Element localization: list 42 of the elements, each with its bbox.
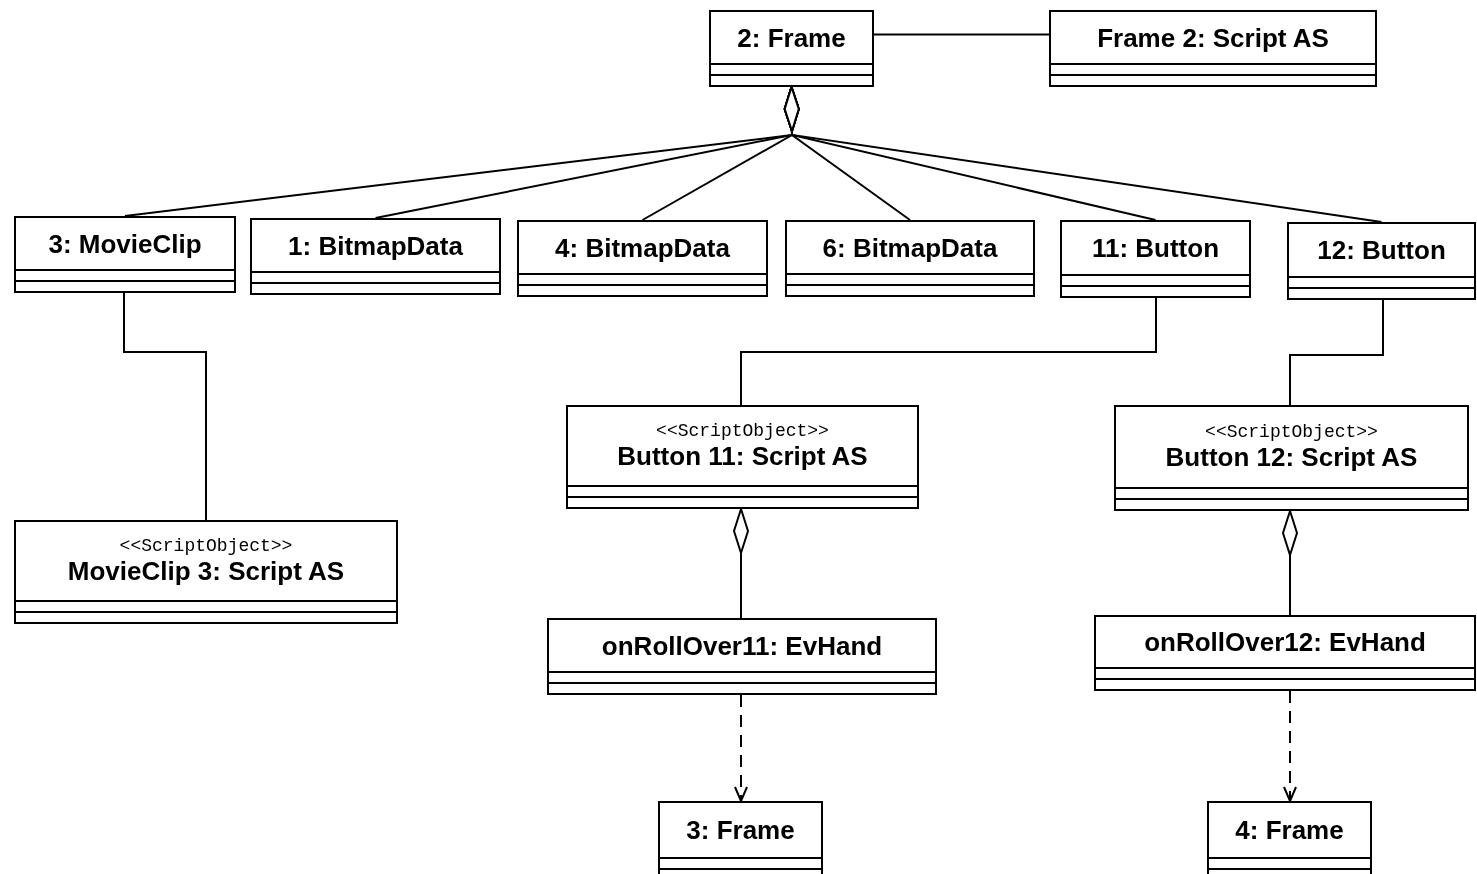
association-line	[1289, 299, 1384, 406]
dependency-arrow	[1283, 690, 1297, 802]
class-box	[1060, 220, 1251, 298]
association-line	[740, 297, 1157, 406]
object-box	[1114, 405, 1469, 511]
stereotype-label: <<ScriptObject>>	[1205, 422, 1378, 442]
object-name: 4: BitmapData	[555, 232, 730, 263]
class-box	[517, 220, 768, 297]
object-name: MovieClip 3: Script AS	[67, 556, 345, 586]
class-box	[658, 801, 823, 874]
stereotype-label: <<ScriptObject>>	[119, 536, 293, 556]
association-line	[123, 292, 207, 521]
object-name: Button 11: Script AS	[617, 441, 868, 471]
aggregation-line	[733, 508, 749, 619]
aggregation-line	[783, 86, 1383, 223]
object-name: 6: BitmapData	[822, 232, 998, 263]
class-box	[709, 10, 874, 87]
class-box	[1287, 222, 1476, 300]
class-box	[250, 218, 501, 295]
object-name: 3: Frame	[686, 815, 795, 845]
object-name: 12: Button	[1317, 235, 1446, 265]
class-box	[785, 220, 1035, 297]
dependency-arrow	[734, 694, 748, 802]
class-box	[1207, 801, 1372, 874]
association-line	[873, 33, 1050, 36]
object-name: Frame 2: Script AS	[1097, 22, 1329, 53]
object-box	[14, 520, 398, 624]
object-name: 4: Frame	[1235, 815, 1344, 845]
class-box	[1094, 615, 1476, 691]
object-name: 11: Button	[1091, 233, 1220, 263]
stereotype-label: <<ScriptObject>>	[656, 421, 829, 441]
class-box	[14, 216, 236, 293]
object-box	[566, 405, 919, 509]
class-box	[1049, 10, 1377, 87]
object-name: 2: Frame	[737, 22, 846, 53]
object-name: onRollOver12: EvHand	[1144, 627, 1426, 657]
object-name: 3: MovieClip	[48, 228, 202, 259]
class-box	[547, 618, 937, 695]
object-name: 1: BitmapData	[288, 230, 463, 261]
object-name: Button 12: Script AS	[1165, 442, 1418, 472]
object-name: onRollOver11: EvHand	[601, 630, 883, 661]
aggregation-line	[1282, 510, 1298, 616]
